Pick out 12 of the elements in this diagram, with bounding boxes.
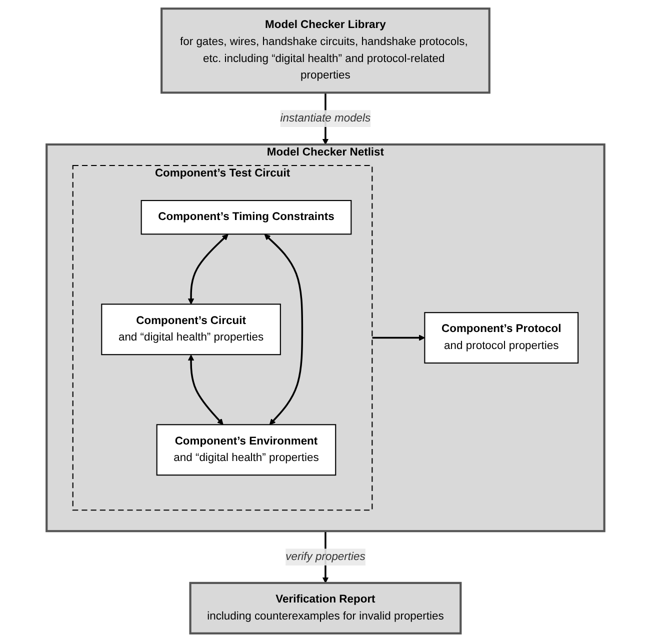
node-box: Verification Report including counterexamples for invalid properties (188, 582, 462, 634)
arrow (187, 354, 223, 425)
edge-label: verify properties (285, 550, 365, 563)
node-box: Component’s Circuit and “digital health” properties (100, 304, 280, 356)
node-box: Component’s Environment and “digital health” properties (156, 424, 336, 476)
arrow (372, 334, 424, 341)
node-box: Component’s Timing Constraints (140, 200, 352, 235)
node-box: Model Checker Library for gates, wires, handshake circuits, handshake protocols, etc. including “digital health” and protocol-related properties (160, 8, 490, 94)
arrow (264, 234, 303, 425)
edge-label: instantiate models (280, 112, 370, 124)
node-box: Component’s Protocol and protocol properties (424, 312, 578, 364)
arrow (187, 234, 228, 304)
